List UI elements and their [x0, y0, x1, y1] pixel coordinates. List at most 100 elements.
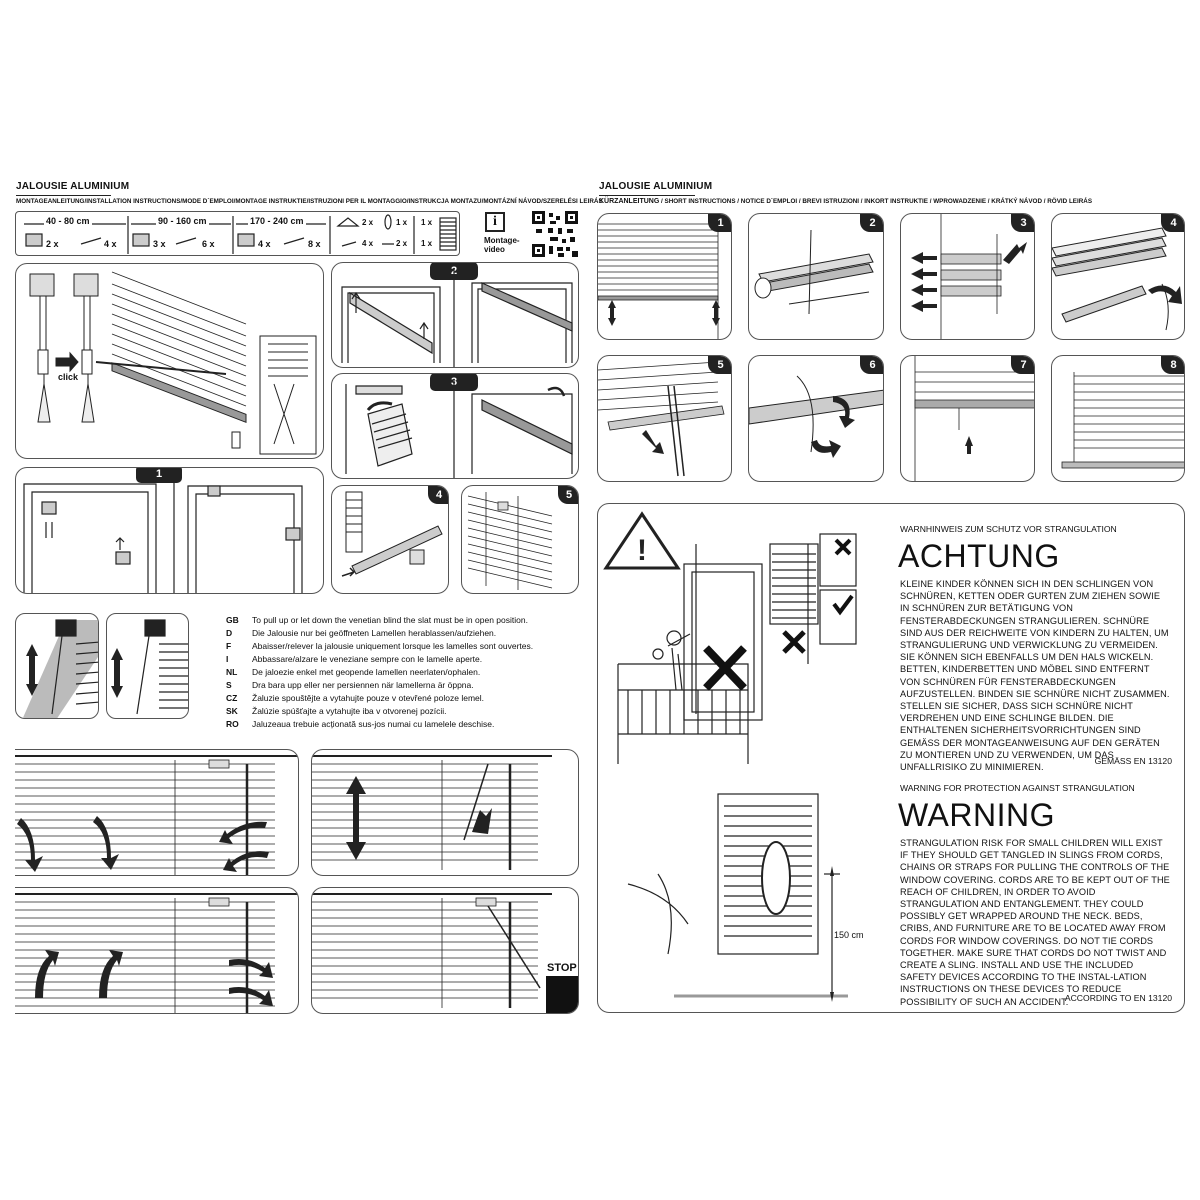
en-warning-body: STRANGULATION RISK FOR SMALL CHILDREN WI…	[900, 838, 1170, 1007]
short-step-2-panel: 2	[748, 213, 884, 340]
short-step-1-panel: 1	[597, 213, 732, 340]
de-norm: GEMÄSS EN 13120	[1094, 756, 1172, 766]
short-step-8-illustration	[1061, 372, 1184, 469]
short-step-1-number: 1	[708, 214, 731, 232]
parts-list: 40 - 80 cm 2 x 4 x 90 - 160 cm 3 x 6 x 1…	[15, 211, 460, 256]
step-3-panel: 3	[331, 373, 579, 479]
size-2-brackets: 3 x	[153, 239, 166, 249]
svg-text:!: !	[637, 534, 647, 567]
video-label: Montage- video	[484, 236, 520, 254]
overview-illustration	[29, 271, 317, 455]
extra-b: 4 x	[362, 239, 374, 248]
step-2-panel: 2	[331, 262, 579, 368]
tilt-panel-closed	[15, 613, 99, 719]
size-range-2: 90 - 160 cm	[156, 216, 209, 226]
size-range-1: 40 - 80 cm	[44, 216, 92, 226]
step-4-panel: 4	[331, 485, 449, 594]
step-1-illustration	[23, 472, 303, 593]
tilt-closed-illustration	[22, 619, 98, 718]
right-subtitle: KÜRZANLEITUNG / SHORT INSTRUCTIONS / NOT…	[599, 198, 1093, 205]
qr-code-icon[interactable]	[532, 211, 578, 257]
step-2-illustration	[341, 268, 573, 367]
step-5-illustration	[467, 492, 553, 590]
short-step-8-number: 8	[1161, 356, 1184, 374]
step-4-number: 4	[428, 486, 448, 504]
en-warning-heading: WARNING FOR PROTECTION AGAINST STRANGULA…	[900, 783, 1135, 793]
height-label: 150 cm	[834, 930, 864, 940]
extra-e: 1 x	[421, 218, 433, 227]
short-step-3-illustration	[911, 214, 1027, 339]
short-step-5-panel: 5	[597, 355, 732, 482]
de-warning-heading: WARNHINWEIS ZUM SCHUTZ VOR STRANGULATION	[900, 524, 1117, 534]
step-4-illustration	[341, 491, 443, 577]
step-5-number: 5	[558, 486, 578, 504]
short-step-4-number: 4	[1161, 214, 1184, 232]
short-step-8-panel: 8	[1051, 355, 1185, 482]
en-norm: ACCORDING TO EN 13120	[1064, 993, 1172, 1003]
extra-d: 2 x	[396, 239, 408, 248]
short-step-4-illustration	[1052, 227, 1182, 331]
short-step-1-illustration	[598, 222, 720, 339]
short-step-3-panel: 3	[900, 213, 1035, 340]
short-step-7-number: 7	[1011, 356, 1034, 374]
size-3-brackets: 4 x	[258, 239, 271, 249]
right-title: JALOUSIE ALUMINIUM	[599, 181, 713, 192]
operation-raise-panel	[15, 887, 299, 1014]
tilt-open-illustration	[111, 619, 188, 715]
tilt-panel-open	[106, 613, 189, 719]
size-1-brackets: 2 x	[46, 239, 59, 249]
left-subtitle: MONTAGEANLEITUNG/INSTALLATION INSTRUCTIO…	[16, 198, 603, 205]
size-1-screws: 4 x	[104, 239, 117, 249]
operation-tilt-illustration	[312, 755, 552, 870]
operation-lower-panel	[15, 749, 299, 876]
stop-label: STOP	[547, 962, 577, 974]
size-range-3: 170 - 240 cm	[248, 216, 306, 226]
warning-illustrations: !	[603, 511, 857, 1002]
short-step-6-panel: 6	[748, 355, 884, 482]
size-2-screws: 6 x	[202, 239, 215, 249]
operation-stop-panel: STOP	[311, 887, 579, 1014]
left-title: JALOUSIE ALUMINIUM	[16, 181, 130, 192]
operation-tilt-panel	[311, 749, 579, 876]
step-1-panel: 1	[15, 467, 324, 594]
extra-a: 2 x	[362, 218, 374, 227]
right-title-underline	[599, 195, 695, 196]
operation-stop-illustration	[312, 893, 578, 1013]
overview-panel: click	[15, 263, 324, 459]
extra-c: 1 x	[396, 218, 408, 227]
en-warning-title: WARNING	[898, 797, 1055, 833]
short-step-5-illustration	[598, 361, 725, 477]
short-step-6-number: 6	[860, 356, 883, 374]
short-step-7-panel: 7	[900, 355, 1035, 482]
size-3-screws: 8 x	[308, 239, 321, 249]
short-step-4-panel: 4	[1051, 213, 1185, 340]
short-step-3-number: 3	[1011, 214, 1034, 232]
short-step-6-illustration	[749, 375, 883, 458]
operation-raise-illustration	[15, 893, 298, 1013]
de-warning-title: ACHTUNG	[898, 538, 1060, 574]
step-1-number: 1	[136, 468, 182, 483]
short-step-7-illustration	[914, 356, 1034, 481]
strangulation-warning-panel: ! WARNHINWEIS ZUM SCHUTZ VOR STRAN	[597, 503, 1185, 1013]
short-step-2-illustration	[754, 229, 874, 315]
de-warning-body: KLEINE KINDER KÖNNEN SICH IN DEN SCHLING…	[900, 579, 1170, 773]
short-step-5-number: 5	[708, 356, 731, 374]
operation-lower-illustration	[15, 755, 298, 875]
step-5-panel: 5	[461, 485, 579, 594]
parts-illustrations	[24, 214, 457, 254]
short-step-2-number: 2	[860, 214, 883, 232]
click-label: click	[58, 372, 79, 382]
left-title-underline	[16, 195, 111, 196]
extra-f: 1 x	[421, 239, 433, 248]
info-icon: i	[485, 212, 505, 232]
step-3-illustration	[345, 379, 573, 478]
